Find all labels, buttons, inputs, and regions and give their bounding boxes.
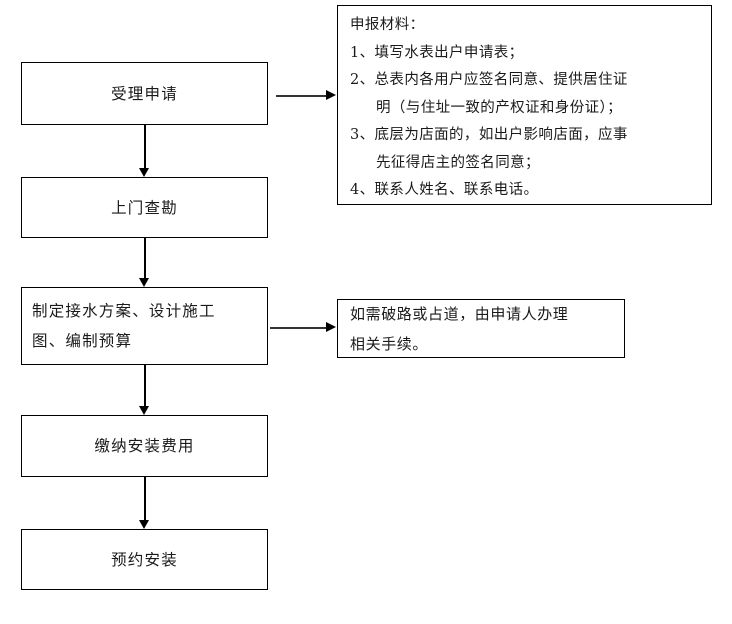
flow-box-label: 缴纳安装费用 bbox=[94, 437, 195, 455]
flow-box-accept-application[interactable]: 受理申请 bbox=[21, 62, 268, 125]
note-line: 先征得店主的签名同意； bbox=[376, 154, 540, 171]
note-line: 4、联系人姓名、联系电话。 bbox=[350, 182, 539, 198]
note-line: 1、填写水表出户申请表； bbox=[350, 44, 524, 61]
flow-box-pay-installation-fee[interactable]: 缴纳安装费用 bbox=[21, 415, 268, 477]
flow-box-plan-design-budget[interactable]: 制定接水方案、设计施工 图、编制预算 bbox=[21, 287, 268, 365]
note-application-materials: 申报材料： 1、填写水表出户申请表； 2、总表内各用户应签名同意、提供居住证 明… bbox=[337, 5, 712, 205]
note-line: 相关手续。 bbox=[350, 335, 429, 353]
note-road-occupation: 如需破路或占道，由申请人办理 相关手续。 bbox=[337, 299, 625, 358]
note-line: 2、总表内各用户应签名同意、提供居住证 bbox=[350, 72, 628, 88]
flow-box-site-survey[interactable]: 上门查勘 bbox=[21, 177, 268, 238]
flow-box-schedule-installation[interactable]: 预约安装 bbox=[21, 529, 268, 590]
flow-box-label: 预约安装 bbox=[111, 550, 178, 569]
flow-box-label: 受理申请 bbox=[111, 84, 178, 103]
note-line: 明（与住址一致的产权证和身份证）； bbox=[376, 99, 623, 116]
note-line: 申报材料： bbox=[350, 17, 425, 33]
flow-box-label: 制定接水方案、设计施工 图、编制预算 bbox=[32, 302, 216, 350]
note-line: 如需破路或占道，由申请人办理 bbox=[350, 305, 569, 323]
note-line: 3、底层为店面的，如出户影响店面，应事 bbox=[350, 127, 628, 143]
flow-box-label: 上门查勘 bbox=[111, 198, 178, 217]
